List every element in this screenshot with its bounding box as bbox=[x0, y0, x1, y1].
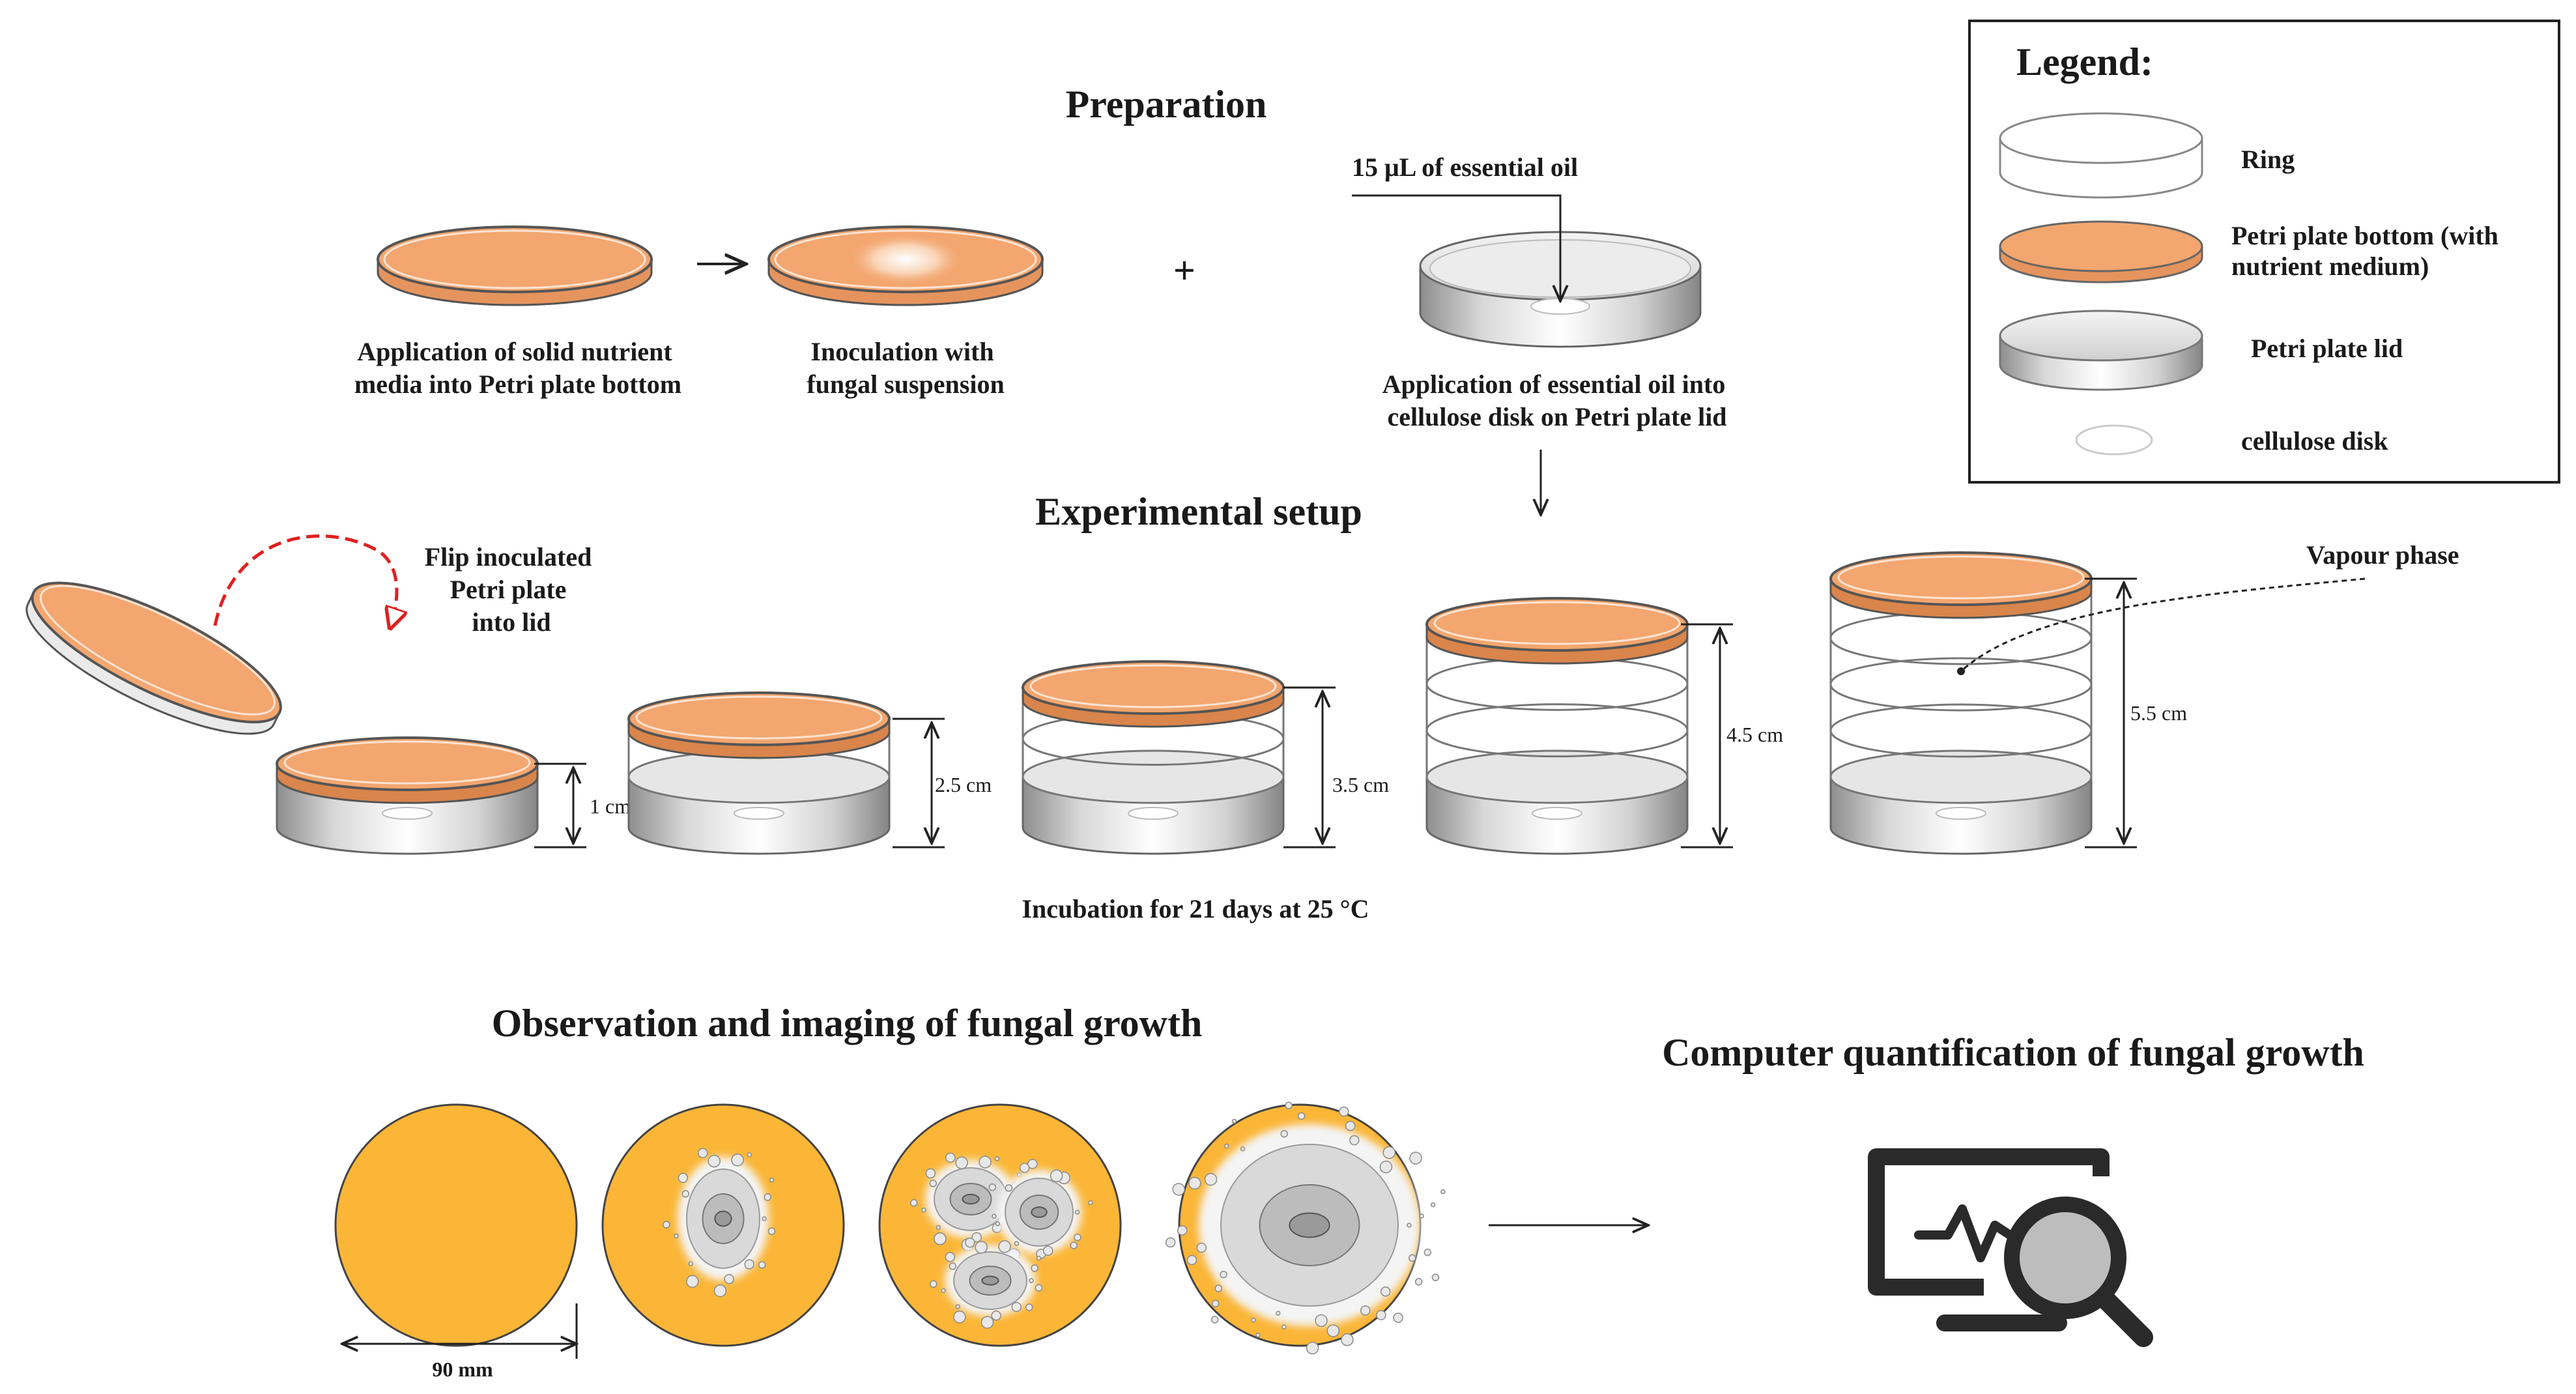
ring bbox=[1829, 657, 2093, 712]
title-quantification: Computer quantification of fungal growth bbox=[1662, 1031, 2364, 1074]
legend-plate-bottom-label: Petri plate bottom (with nutrient medium… bbox=[2231, 221, 2505, 281]
prep-step2-caption: Inoculation with fungal suspension bbox=[807, 337, 1004, 399]
height-label: 5.5 cm bbox=[2130, 701, 2187, 725]
height-label: 4.5 cm bbox=[1726, 723, 1783, 746]
setup-stack-2: 2.5 cm bbox=[627, 691, 992, 855]
prep-plate-inoculated bbox=[767, 225, 1044, 306]
height-label: 3.5 cm bbox=[1332, 773, 1389, 796]
petri-bottom-with-medium bbox=[1829, 551, 2093, 606]
cellulose-disk bbox=[382, 807, 433, 820]
vapour-pointer bbox=[1957, 577, 2366, 675]
legend-plate-lid-icon bbox=[1999, 310, 2203, 391]
setup-stack-5: 5.5 cm bbox=[1829, 551, 2187, 855]
setup-stacks: 1 cm 2.5 cm 3.5 cm 4.5 cm 5.5 cm bbox=[276, 551, 2187, 855]
pulse-line-icon bbox=[1914, 1204, 2014, 1262]
cellulose-disk bbox=[734, 807, 784, 820]
fungal-plate-1 bbox=[334, 1103, 578, 1347]
fungal-plate-4 bbox=[1165, 1101, 1446, 1355]
petri-bottom-with-medium bbox=[1022, 660, 1285, 715]
ring bbox=[1829, 703, 2093, 758]
diameter-label: 90 mm bbox=[432, 1358, 493, 1381]
legend-ring-icon bbox=[1999, 112, 2203, 199]
setup-stack-4: 4.5 cm bbox=[1425, 597, 1783, 855]
prep-plate-bottom-with-medium bbox=[377, 225, 653, 306]
flipped-plate bbox=[25, 581, 282, 735]
fungal-plate-3 bbox=[878, 1103, 1122, 1347]
petri-bottom-with-medium bbox=[627, 691, 891, 746]
petri-bottom-with-medium bbox=[276, 736, 539, 791]
legend-box: Legend: Ring Petri plate bottom (with nu… bbox=[1968, 20, 2560, 484]
legend-cellulose-disk-icon bbox=[2075, 424, 2153, 456]
cellulose-disk bbox=[1532, 807, 1582, 820]
legend-plate-bottom-icon bbox=[1999, 220, 2203, 283]
oil-amount-label: 15 μL of essential oil bbox=[1352, 152, 1578, 182]
setup-stack-1: 1 cm bbox=[276, 736, 631, 855]
oil-pointer-arrow bbox=[1352, 194, 1560, 301]
prep-step1-caption: Application of solid nutrient media into… bbox=[354, 337, 681, 399]
fungal-plate-2 bbox=[601, 1103, 845, 1347]
cellulose-disk bbox=[1936, 807, 1986, 820]
flip-instruction: Flip inoculated Petri plate into lid bbox=[425, 542, 599, 637]
ring bbox=[1829, 611, 2093, 665]
ring bbox=[1425, 656, 1689, 711]
flip-arrow bbox=[213, 534, 397, 626]
legend-ring-label: Ring bbox=[2241, 145, 2295, 174]
magnifier-icon bbox=[2004, 1197, 2126, 1319]
height-label: 1 cm bbox=[590, 794, 631, 818]
cellulose-disk bbox=[1128, 807, 1179, 820]
legend-plate-lid-label: Petri plate lid bbox=[2251, 334, 2403, 363]
petri-bottom-with-medium bbox=[1425, 597, 1689, 652]
ring bbox=[1425, 703, 1689, 758]
prep-step3-caption: Application of essential oil into cellul… bbox=[1382, 370, 1732, 431]
computer-analysis-icon bbox=[1868, 1148, 2153, 1347]
title-experimental-setup: Experimental setup bbox=[1035, 490, 1362, 533]
legend-cellulose-disk-label: cellulose disk bbox=[2241, 426, 2388, 456]
vapour-phase-label: Vapour phase bbox=[2306, 540, 2459, 570]
legend-title: Legend: bbox=[2016, 40, 2153, 83]
incubation-caption: Incubation for 21 days at 25 °C bbox=[1022, 894, 1369, 923]
setup-stack-3: 3.5 cm bbox=[1022, 660, 1389, 855]
title-observation: Observation and imaging of fungal growth bbox=[492, 1002, 1203, 1045]
observation-plates bbox=[334, 1101, 1446, 1355]
title-preparation: Preparation bbox=[1066, 83, 1267, 126]
height-label: 2.5 cm bbox=[935, 773, 992, 796]
plus-sign: + bbox=[1173, 249, 1195, 292]
